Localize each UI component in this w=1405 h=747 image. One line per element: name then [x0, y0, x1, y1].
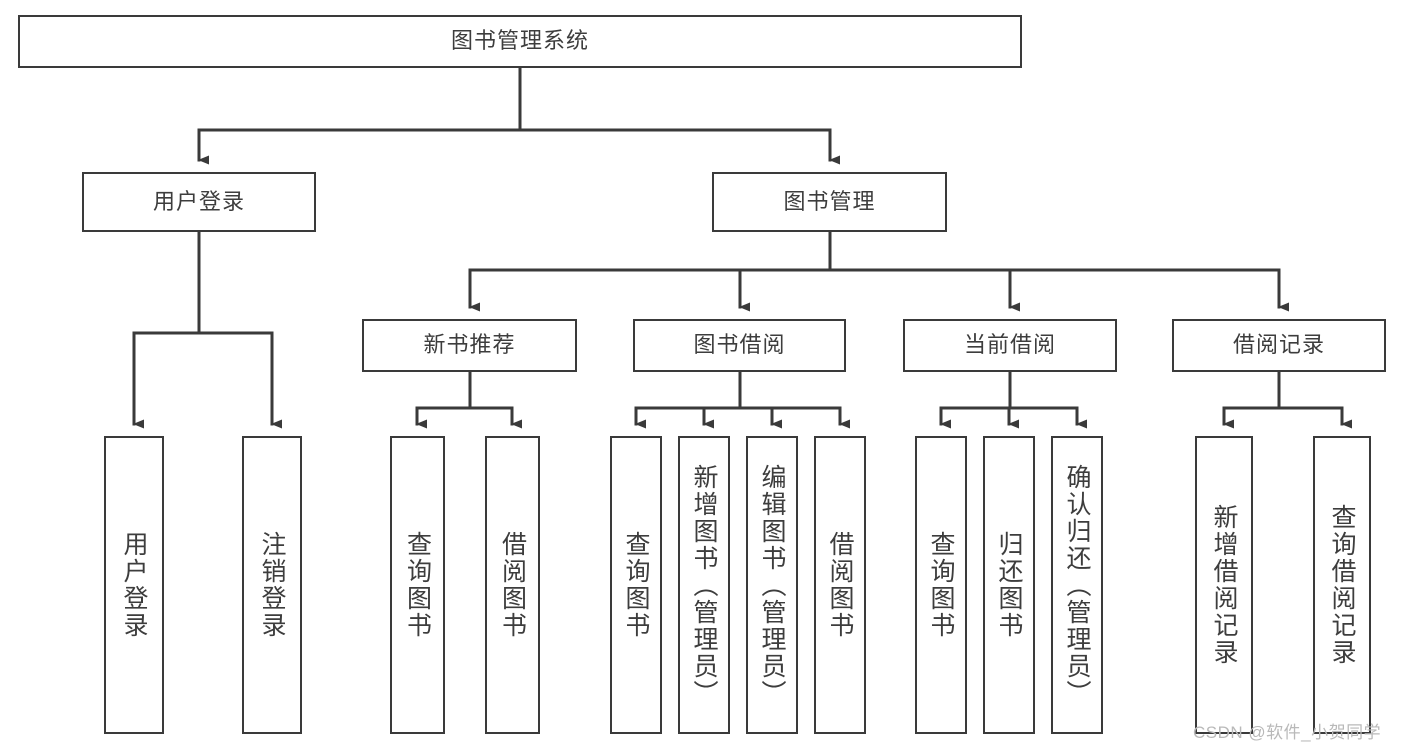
node-label: 图书借阅 — [693, 332, 786, 358]
node-label: 当前借阅 — [963, 332, 1056, 358]
node-leaf-return-book[interactable]: 归还图书 — [983, 436, 1035, 734]
node-user_login[interactable]: 用户登录 — [82, 172, 316, 232]
node-leaf-label: 注销登录 — [258, 531, 286, 639]
node-leaf-label: 确认归还（管理员） — [1063, 463, 1091, 707]
node-leaf-borrow-book-2[interactable]: 借阅图书 — [814, 436, 866, 734]
node-leaf-query-book-1[interactable]: 查询图书 — [390, 436, 445, 734]
node-leaf-label: 新增借阅记录 — [1210, 504, 1238, 666]
node-leaf-query-record[interactable]: 查询借阅记录 — [1313, 436, 1371, 734]
node-leaf-add-record[interactable]: 新增借阅记录 — [1195, 436, 1253, 734]
node-current_borrow[interactable]: 当前借阅 — [903, 319, 1117, 372]
node-label: 用户登录 — [152, 188, 245, 214]
node-label: 借阅记录 — [1232, 332, 1325, 358]
node-new_book_rec[interactable]: 新书推荐 — [362, 319, 577, 372]
node-leaf-edit-book[interactable]: 编辑图书（管理员） — [746, 436, 798, 734]
watermark: CSDN @软件_小贺同学 — [1193, 723, 1382, 742]
node-leaf-label: 借阅图书 — [498, 531, 527, 639]
node-leaf-user-login[interactable]: 用户登录 — [104, 436, 164, 734]
node-leaf-label: 用户登录 — [120, 531, 148, 639]
node-leaf-query-book-3[interactable]: 查询图书 — [915, 436, 967, 734]
node-root[interactable]: 图书管理系统 — [18, 15, 1022, 68]
node-leaf-borrow-book-1[interactable]: 借阅图书 — [485, 436, 540, 734]
node-leaf-label: 新增图书（管理员） — [690, 463, 718, 707]
node-label: 图书管理 — [783, 188, 876, 214]
node-root-label: 图书管理系统 — [450, 28, 589, 54]
node-borrow_record[interactable]: 借阅记录 — [1172, 319, 1386, 372]
node-leaf-label: 查询借阅记录 — [1328, 504, 1356, 666]
node-leaf-query-book-2[interactable]: 查询图书 — [610, 436, 662, 734]
node-leaf-add-book[interactable]: 新增图书（管理员） — [678, 436, 730, 734]
node-leaf-label: 归还图书 — [995, 531, 1023, 639]
node-leaf-label: 借阅图书 — [826, 531, 854, 639]
node-leaf-label: 编辑图书（管理员） — [758, 463, 786, 707]
node-book_manage[interactable]: 图书管理 — [712, 172, 947, 232]
node-leaf-logout[interactable]: 注销登录 — [242, 436, 302, 734]
node-label: 新书推荐 — [423, 332, 516, 358]
node-leaf-label: 查询图书 — [622, 531, 650, 639]
node-leaf-confirm-return[interactable]: 确认归还（管理员） — [1051, 436, 1103, 734]
node-leaf-label: 查询图书 — [403, 531, 432, 639]
node-leaf-label: 查询图书 — [927, 531, 955, 639]
node-book_borrow[interactable]: 图书借阅 — [633, 319, 846, 372]
